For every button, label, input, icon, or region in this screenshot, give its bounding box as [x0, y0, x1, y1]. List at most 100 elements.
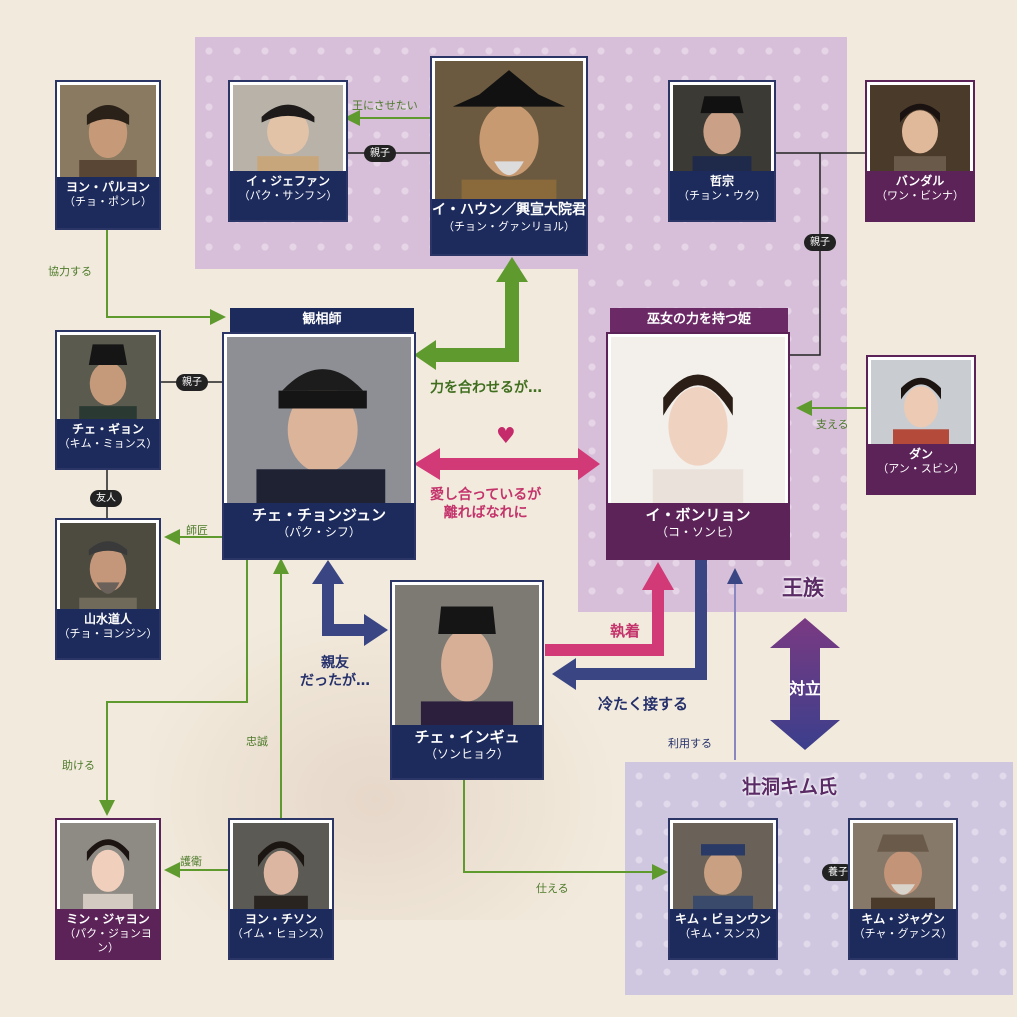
portrait-min-jayeon [60, 823, 156, 913]
name: イ・ハウン／興宣大院君 [432, 202, 586, 218]
card-lee-bongryon: イ・ボンリョン （コ・ソンヒ） [606, 332, 790, 560]
pill-parent-child-gyeon: 親子 [176, 374, 208, 391]
nameplate: 哲宗 （チョン・ウク） [670, 171, 774, 220]
nameplate: イ・ジェファン （パク・サンフン） [230, 171, 346, 220]
pill-parent-child-haeung: 親子 [364, 145, 396, 162]
card-yeon-paryeon: ヨン・パルヨン （チョ・ポンレ） [55, 80, 161, 230]
portrait-lee-jaehwan [233, 85, 343, 173]
card-yeon-chison: ヨン・チソン （イム・ヒョンス） [228, 818, 334, 960]
label-loyalty: 忠誠 [246, 735, 268, 748]
label-serve: 仕える [536, 882, 569, 895]
label-love: 愛し合っているが 離ればなれに [430, 487, 541, 522]
card-lee-haeung: イ・ハウン／興宣大院君 （チョン・グァンリョル） [430, 56, 588, 256]
label-cooperate: 協力する [48, 265, 92, 278]
actor: （パク・シフ） [277, 524, 361, 539]
name: ヨン・パルヨン [65, 180, 150, 194]
name: キム・ビョンウン [674, 912, 771, 926]
card-min-jayeon: ミン・ジャヨン （パク・ジョンヨン） [55, 818, 161, 960]
card-bandal: バンダル （ワン・ビンナ） [865, 80, 975, 222]
label-obsession: 執着 [610, 622, 641, 640]
name: ミン・ジャヨン [66, 912, 150, 926]
name: チェ・ギョン [71, 422, 144, 436]
label-best-friend-line1: 親友 [321, 655, 349, 671]
actor: （イム・ヒョンス） [231, 927, 331, 940]
portrait-bandal [870, 85, 970, 173]
label-guard: 護衛 [180, 855, 202, 868]
name: キム・ジャグン [861, 912, 945, 926]
pill-friend: 友人 [90, 490, 122, 507]
label-cold: 冷たく接する [598, 695, 689, 713]
portrait-kim-byeongun [673, 823, 773, 913]
portrait-lee-haeung [435, 61, 583, 204]
actor: （チョン・ウク） [678, 189, 766, 202]
name: 山水道人 [83, 612, 132, 626]
card-kim-byeongun: キム・ビョンウン （キム・スンス） [668, 818, 778, 960]
nameplate: バンダル （ワン・ビンナ） [867, 171, 973, 220]
pill-adopted: 養子 [822, 864, 854, 881]
actor: （チョ・ポンレ） [64, 195, 152, 208]
conflict-arrow [770, 618, 840, 750]
label-love-line1: 愛し合っているが [430, 487, 542, 503]
card-sansu-doin: 山水道人 （チョ・ヨンジン） [55, 518, 161, 660]
card-choi-gyeon: チェ・ギョン （キム・ミョンス） [55, 330, 161, 470]
nameplate: チェ・インギュ （ソンヒョク） [392, 725, 542, 778]
name: ヨン・チソン [244, 912, 317, 926]
card-choi-ingyu: チェ・インギュ （ソンヒョク） [390, 580, 544, 780]
role-banner-bongryon: 巫女の力を持つ姫 [610, 308, 788, 332]
heart-icon: ♥ [496, 424, 516, 449]
card-dan: ダン （アン・スビン） [866, 355, 976, 495]
portrait-choi-gyeon [60, 335, 156, 423]
actor: （チャ・グァンス） [853, 927, 953, 940]
portrait-choi-cheonjun [227, 337, 411, 505]
card-cheoljong: 哲宗 （チョン・ウク） [668, 80, 776, 222]
actor: （コ・ソンヒ） [655, 524, 740, 539]
label-best-friend: 親友 だったが… [300, 655, 370, 690]
actor: （ワン・ビンナ） [876, 189, 964, 202]
kim-clan-zone-label: 壮洞キム氏 [742, 776, 838, 798]
portrait-lee-bongryon [611, 337, 785, 505]
label-love-line2: 離ればなれに [443, 504, 528, 521]
label-support: 支える [816, 418, 849, 431]
nameplate: ヨン・チソン （イム・ヒョンス） [230, 909, 332, 958]
name: チェ・インギュ [414, 728, 520, 746]
name: 哲宗 [709, 174, 734, 188]
portrait-cheoljong [673, 85, 771, 173]
label-best-friend-line2: だったが… [300, 672, 370, 689]
label-use: 利用する [668, 737, 712, 750]
nameplate: 山水道人 （チョ・ヨンジン） [57, 609, 159, 658]
nameplate: キム・ビョンウン （キム・スンス） [670, 909, 776, 958]
nameplate: イ・ハウン／興宣大院君 （チョン・グァンリョル） [432, 199, 586, 254]
name: バンダル [895, 174, 945, 188]
card-lee-jaehwan: イ・ジェファン （パク・サンフン） [228, 80, 348, 222]
actor: （ソンヒョク） [424, 746, 509, 761]
nameplate: ヨン・パルヨン （チョ・ポンレ） [57, 177, 159, 228]
nameplate: ダン （アン・スビン） [868, 444, 974, 493]
actor: （チョ・ヨンジン） [58, 627, 158, 640]
nameplate: チェ・ギョン （キム・ミョンス） [57, 419, 159, 468]
actor: （チョン・グァンリョル） [443, 219, 575, 233]
portrait-dan [871, 360, 971, 448]
card-choi-cheonjun: チェ・チョンジュン （パク・シフ） [222, 332, 416, 560]
role-banner-cheonjun: 観相師 [230, 308, 414, 332]
portrait-yeon-paryeon [60, 85, 156, 179]
portrait-sansu-doin [60, 523, 156, 613]
label-king-wish: 王にさせたい [352, 99, 418, 112]
name: イ・ボンリョン [645, 506, 751, 524]
name: チェ・チョンジュン [252, 506, 386, 524]
nameplate: イ・ボンリョン （コ・ソンヒ） [608, 503, 788, 558]
conflict-label: 対立 [788, 679, 821, 698]
name: ダン [908, 447, 933, 461]
actor: （キム・ミョンス） [58, 437, 158, 450]
label-help: 助ける [62, 759, 95, 772]
card-kim-jwageun: キム・ジャグン （チャ・グァンス） [848, 818, 958, 960]
pill-parent-child-cheoljong: 親子 [804, 234, 836, 251]
nameplate: キム・ジャグン （チャ・グァンス） [850, 909, 956, 958]
actor: （パク・ジョンヨン） [64, 927, 152, 954]
label-join-forces: 力を合わせるが… [430, 380, 542, 396]
actor: （パク・サンフン） [238, 189, 338, 202]
actor: （アン・スビン） [877, 462, 965, 475]
portrait-yeon-chison [233, 823, 329, 913]
actor: （キム・スンス） [679, 927, 767, 940]
nameplate: チェ・チョンジュン （パク・シフ） [224, 503, 414, 558]
